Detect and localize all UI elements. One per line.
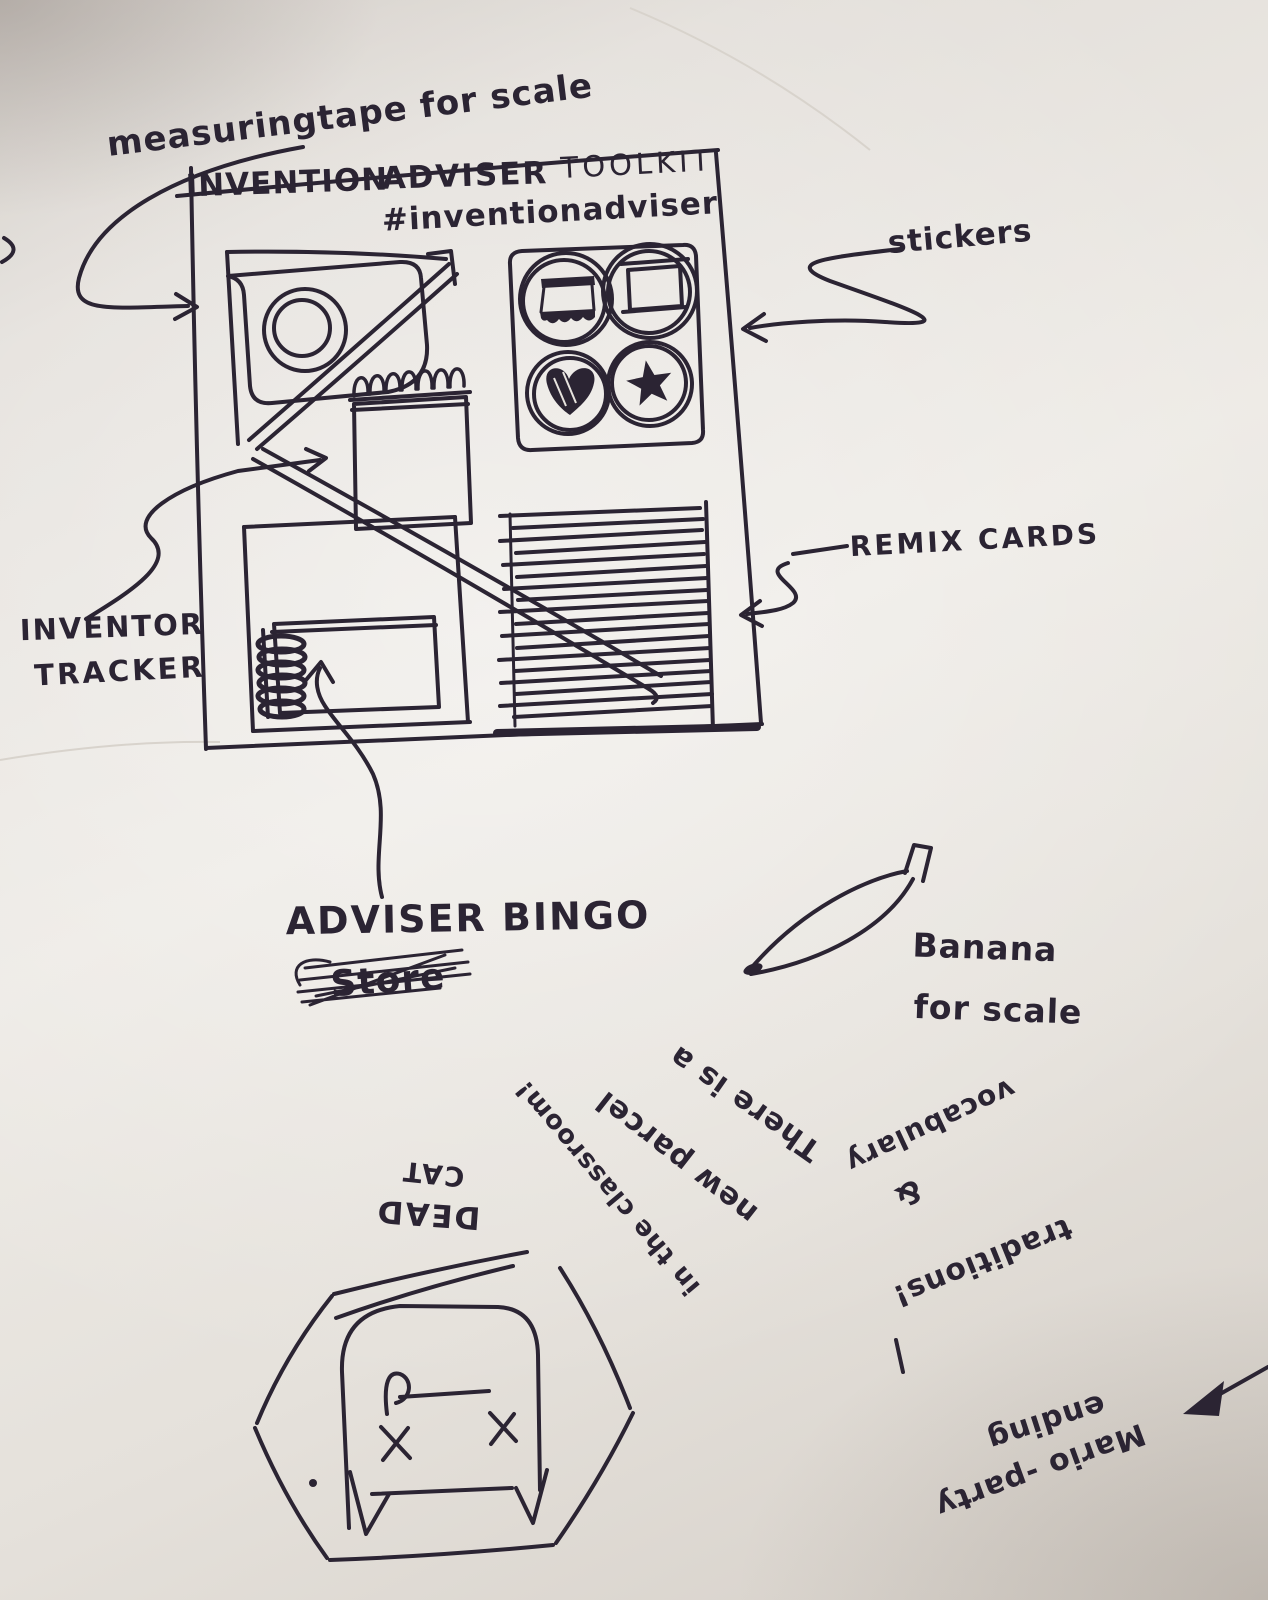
toolkit-title-word1: INVENTION [185,161,389,205]
stray-stroke [894,1338,905,1374]
mario-arrow [1183,1365,1268,1416]
measuringtape-arrow [75,145,305,321]
strikethrough-scribble [294,948,472,1007]
remix-cards-arrow [739,544,849,628]
inventor-tracker-arrow [84,447,328,621]
edge-mark [0,236,16,264]
tape-panel-drawing [225,249,459,451]
crossed-out-word: Store [329,956,447,1006]
stickers-panel-drawing [507,242,706,453]
dead-cat-label-cat: CAT [399,1154,466,1193]
adviser-bingo-label: ADVISER BINGO [285,892,651,944]
toolkit-title-word2: ADVISER [381,155,549,197]
frame-sticker-icon [619,257,690,314]
stickers-arrow [741,247,927,343]
remix-cards-drawing [493,500,761,737]
paper-crease [0,7,871,761]
hexagon-outline [253,1250,635,1562]
dead-cat-drawing [339,1304,549,1536]
bingo-pad-drawing [242,515,472,733]
banana-label-line2: for scale [912,986,1084,1032]
inventor-tracker-label-line1: INVENTOR [19,606,205,648]
banana-drawing [743,843,933,976]
bingo-arrow [304,660,384,899]
awning-sticker-icon [539,276,596,324]
star-sticker-icon [626,360,672,406]
heart-sticker-icon [546,368,595,415]
banana-label-line1: Banana [911,925,1059,970]
dead-cat-label-dead: DEAD [374,1192,482,1236]
notepad-drawing [348,367,473,531]
